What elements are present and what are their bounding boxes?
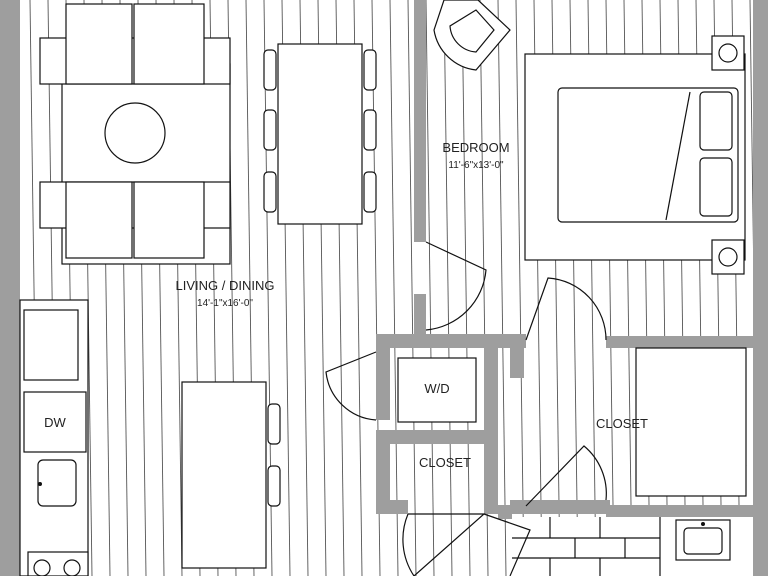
coffee-table [104, 102, 166, 164]
wall-walkin-top [606, 336, 753, 348]
bathroom-tiles [512, 517, 661, 576]
washer-dryer [397, 357, 477, 423]
laundry-label: W/D [424, 381, 449, 396]
closet-shelf [635, 347, 747, 497]
kitchen-sink [37, 459, 77, 507]
wall-bath-top [498, 505, 512, 519]
floor-plank [497, 0, 507, 576]
bathroom-sink [675, 519, 731, 561]
wall-laundry-left [376, 334, 390, 420]
wall-walkin-lower-left [510, 500, 610, 514]
dishwasher-label: DW [44, 415, 66, 430]
kitchen-island [181, 381, 281, 569]
floor-plank [443, 0, 453, 576]
living-name: LIVING / DINING [176, 278, 275, 293]
closet-small-label: CLOSET [419, 455, 471, 470]
living-seating-group [39, 3, 231, 265]
dishwasher [23, 391, 87, 453]
wall-bedroom-living [414, 0, 426, 242]
floor-plank [389, 0, 399, 576]
armchair [433, 0, 511, 71]
floor-plank [461, 0, 471, 576]
living-dims: 14'-1"x16'-0" [197, 298, 253, 309]
floor-plank [515, 0, 525, 576]
exterior-wall-left [0, 0, 20, 576]
wall-closet-top [376, 334, 526, 348]
closet-large-label: CLOSET [596, 416, 648, 431]
bedroom-name: BEDROOM [442, 140, 509, 155]
floor-plank [425, 0, 435, 576]
wall-bedroom-living-lower [414, 294, 426, 342]
wall-closet-left [376, 430, 390, 514]
wall-closet-mid [376, 430, 498, 444]
fridge [23, 309, 79, 381]
exterior-wall-right [753, 0, 768, 576]
bedroom-dims: 11'-6"x13'-0" [448, 160, 504, 171]
wall-laundry-right [484, 334, 498, 514]
wall-walkin-bottom [606, 505, 753, 517]
wall-closet-bottom [376, 500, 408, 514]
dining-table [263, 43, 377, 225]
bed [524, 35, 746, 275]
floor-plank [407, 0, 417, 576]
kitchen-counter [19, 299, 89, 576]
wall-walkin-left [510, 334, 524, 378]
